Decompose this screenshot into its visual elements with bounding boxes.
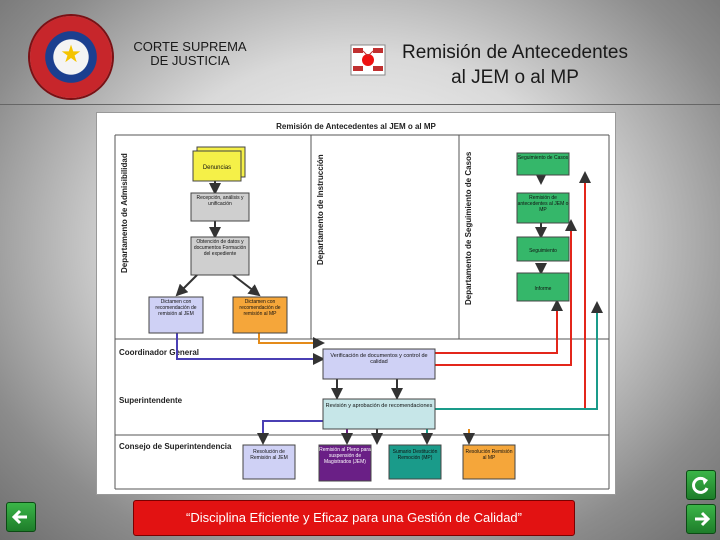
box-dictamen-jem: Dictamen con recomendación de remisión a… (148, 296, 204, 334)
box-seg-casos: Seguimiento de Casos (516, 152, 570, 176)
return-icon (692, 476, 709, 494)
box-recepcion-label: Recepción, análisis y unificación (196, 195, 244, 207)
box-res-sumario-label: Sumario Destitución Remoción (MP) (392, 449, 438, 461)
box-seguimiento: Seguimiento (516, 236, 570, 262)
court-name: CORTE SUPREMA DE JUSTICIA (120, 40, 260, 68)
box-remision-antecedentes-label: Remisión de antecedentes al JEM o MP (517, 195, 569, 213)
arrow-left-icon (11, 509, 27, 525)
box-res-mp: Resolución Remisión al MP (462, 444, 516, 480)
process-diagram: Remisión de Antecedentes al JEM o al MP … (96, 112, 616, 495)
box-res-jem-label: Resolución de Remisión al JEM (250, 449, 288, 461)
arrow-right-icon (695, 511, 711, 527)
box-res-sumario: Sumario Destitución Remoción (MP) (388, 444, 442, 480)
box-dictamen-mp: Dictamen con recomendación de remisión a… (232, 296, 288, 334)
box-recepcion: Recepción, análisis y unificación (190, 192, 250, 222)
box-denuncias: Denuncias (192, 146, 246, 182)
box-seg-casos-label: Seguimiento de Casos (517, 155, 569, 161)
forward-button[interactable] (686, 504, 716, 534)
lane-superintendente: Superintendente (119, 396, 183, 405)
box-res-jem: Resolución de Remisión al JEM (242, 444, 296, 480)
lane-admisibilidad: Departamento de Admisibilidad (120, 153, 129, 273)
box-informe-label: Informe (535, 286, 552, 292)
republic-seal-logo: ★ (30, 16, 112, 98)
lane-instruccion: Departamento de Instrucción (316, 154, 325, 265)
flowchart-svg: Remisión de Antecedentes al JEM o al MP … (114, 122, 610, 490)
box-obtencion: Obtención de datos y documentos Formació… (190, 236, 250, 276)
page-title: Remisión de Antecedentes al JEM o al MP (360, 40, 670, 90)
box-revision: Revisión y aprobación de recomendaciones (322, 398, 436, 430)
title-line-2: al JEM o al MP (451, 67, 579, 88)
box-verificacion: Verificación de documentos y control de … (322, 348, 436, 380)
lane-consejo: Consejo de Superintendencia (119, 442, 232, 451)
box-revision-label: Revisión y aprobación de recomendaciones (325, 403, 433, 409)
back-button[interactable] (6, 502, 36, 532)
box-seguimiento-label: Seguimiento (529, 248, 557, 254)
box-dictamen-mp-label: Dictamen con recomendación de remisión a… (239, 299, 281, 317)
return-button[interactable] (686, 470, 716, 500)
box-dictamen-jem-label: Dictamen con recomendación de remisión a… (155, 299, 197, 317)
court-line-1: CORTE SUPREMA (133, 39, 247, 54)
header-divider (0, 104, 720, 105)
title-line-1: Remisión de Antecedentes (401, 42, 629, 63)
box-denuncias-label: Denuncias (203, 165, 231, 171)
lane-seguimiento: Departamento de Seguimiento de Casos (464, 151, 473, 305)
box-verificacion-label: Verificación de documentos y control de … (330, 353, 428, 365)
star-icon: ★ (60, 41, 82, 68)
box-obtencion-label: Obtención de datos y documentos Formació… (193, 239, 247, 257)
box-remision-antecedentes: Remisión de antecedentes al JEM o MP (516, 192, 570, 224)
court-line-2: DE JUSTICIA (150, 53, 230, 68)
box-res-pleno-label: Remisión al Pleno para suspensión de Mag… (319, 447, 371, 465)
motto-banner: “Disciplina Eficiente y Eficaz para una … (133, 500, 575, 536)
box-res-pleno: Remisión al Pleno para suspensión de Mag… (318, 444, 372, 482)
flowchart-logo-icon (350, 44, 386, 76)
lane-coordinador: Coordinador General (119, 348, 199, 357)
box-informe: Informe (516, 272, 570, 302)
box-res-mp-label: Resolución Remisión al MP (465, 449, 513, 461)
diagram-title: Remisión de Antecedentes al JEM o al MP (276, 122, 436, 131)
